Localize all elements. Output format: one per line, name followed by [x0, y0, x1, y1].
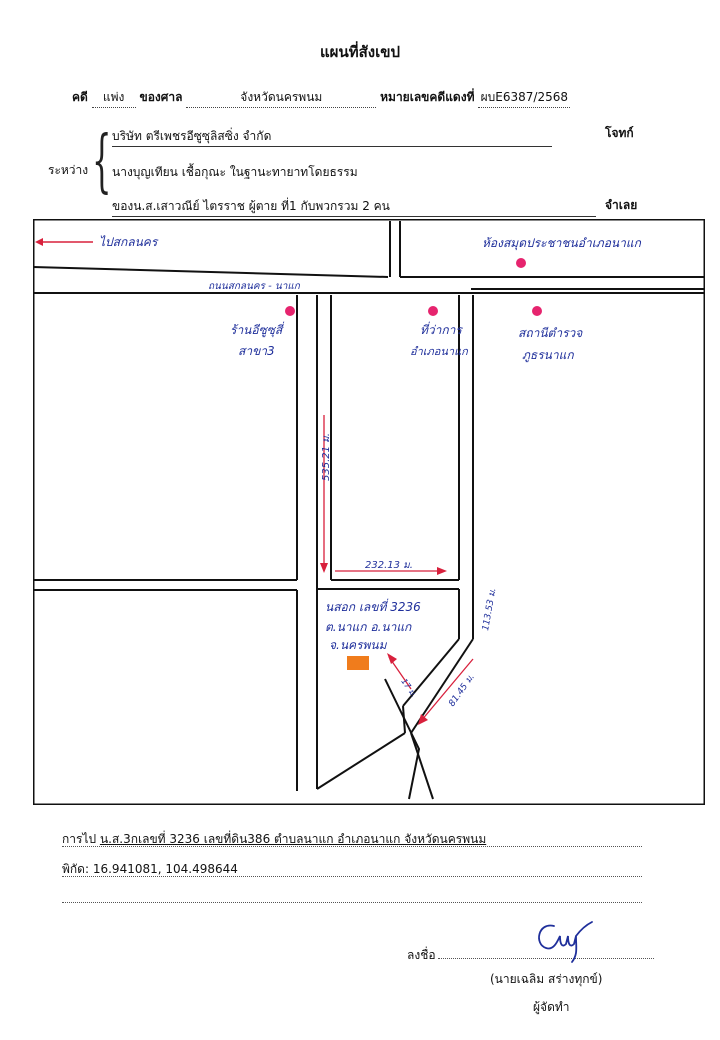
case-label: คดี	[72, 90, 88, 104]
document-title: แผนที่สังเขป	[320, 43, 400, 61]
parcel-label-line-3: จ.นครพนม	[329, 638, 388, 652]
road-edge	[316, 732, 406, 790]
road-edge	[402, 638, 460, 707]
red-no-label: หมายเลขคดีแดงที่	[380, 90, 475, 104]
marker-district-office	[428, 306, 438, 316]
red-number: ผบE6387/2568	[478, 88, 571, 108]
plaintiff-role: โจทก์	[605, 126, 634, 140]
road-label: ถนนสกลนคร - นาแก	[208, 281, 301, 292]
distance-arrow-head	[418, 714, 428, 725]
road-edge	[410, 732, 434, 800]
defendant-role: จำเลย	[605, 198, 638, 212]
route-text: น.ส.3กเลขที่ 3236 เลขที่ดิน386 ตำบลนาแก …	[99, 832, 487, 846]
district-office-label-line-1: ที่ว่าการ	[420, 321, 463, 337]
marker-police-station	[532, 306, 542, 316]
defendant-line-2: ของน.ส.เสาวณีย์ ไตรราช ผู้ตาย ที่1 กับพว…	[112, 197, 596, 217]
road-edge	[384, 678, 421, 800]
case-type: แพ่ง	[91, 88, 136, 108]
arrow-label: ไปสกลนคร	[99, 235, 159, 249]
coords-label: พิกัด:	[62, 862, 90, 876]
route-line: การไป น.ส.3กเลขที่ 3236 เลขที่ดิน386 ตำบ…	[62, 830, 486, 849]
signer-role: ผู้จัดทำ	[533, 1000, 570, 1014]
coords-value: 16.941081, 104.498644	[92, 862, 238, 876]
defendant-line-1: นางบุญเทียน เชื้อกุณะ ในฐานะทายาทโดยธรรม	[112, 165, 358, 179]
police-label-line-2: ภูธรนาแก	[522, 348, 574, 363]
coords-line: พิกัด: 16.941081, 104.498644	[62, 860, 238, 879]
distance-arrow-head	[320, 563, 328, 573]
distance-label-vertical: 535.21 ม.	[321, 433, 332, 481]
sketch-map: ไปสกลนคร ถนนสกลนคร - นาแก ห้องสมุดประชาช…	[33, 219, 705, 805]
route-label: การไป	[62, 832, 97, 846]
sign-dotted-line	[438, 958, 654, 959]
district-office-label-line-2: อำเภอนาแก	[410, 345, 469, 358]
court-name: จังหวัดนครพนม	[186, 88, 377, 108]
library-label: ห้องสมุดประชาชนอำเภอนาแก	[482, 236, 642, 251]
marker-isuzu-shop	[285, 306, 295, 316]
between-label: ระหว่าง	[48, 163, 89, 177]
distance-label-horizontal: 232.13 ม.	[365, 560, 413, 571]
distance-arrow-diagonal	[420, 658, 474, 722]
isuzu-shop-label-line-1: ร้านอีซูซุสี่	[230, 321, 284, 338]
police-label-line-1: สถานีตำรวจ	[518, 326, 583, 340]
case-line: คดี แพ่ง ของศาล จังหวัดนครพนม หมายเลขคดี…	[72, 88, 571, 108]
signature	[538, 921, 593, 963]
parcel-label-line-1: นสอก เลขที่ 3236	[325, 598, 421, 614]
distance-arrow-head	[437, 567, 447, 575]
blank-dotted-line	[62, 902, 642, 903]
coords-dotted-line	[62, 876, 642, 877]
signer-name: (นายเฉลิม สร่างทุกข์)	[490, 972, 603, 986]
route-dotted-line	[62, 846, 642, 847]
isuzu-shop-label-line-2: สาขา3	[238, 344, 275, 358]
map-frame	[33, 219, 705, 805]
parcel-marker	[347, 656, 369, 670]
brace: {	[92, 122, 112, 201]
parcel-label-line-2: ต.นาแก อ.นาแก	[325, 620, 412, 634]
marker-library	[516, 258, 526, 268]
plaintiff-name: บริษัท ตรีเพชรอีซูซุลิสซิ่ง จำกัด	[112, 127, 552, 147]
court-label: ของศาล	[139, 90, 183, 104]
arrow-head	[35, 238, 43, 246]
distance-arrow-head	[387, 653, 397, 664]
main-road-top-edge	[33, 266, 389, 278]
sign-label: ลงชื่อ	[407, 948, 436, 962]
